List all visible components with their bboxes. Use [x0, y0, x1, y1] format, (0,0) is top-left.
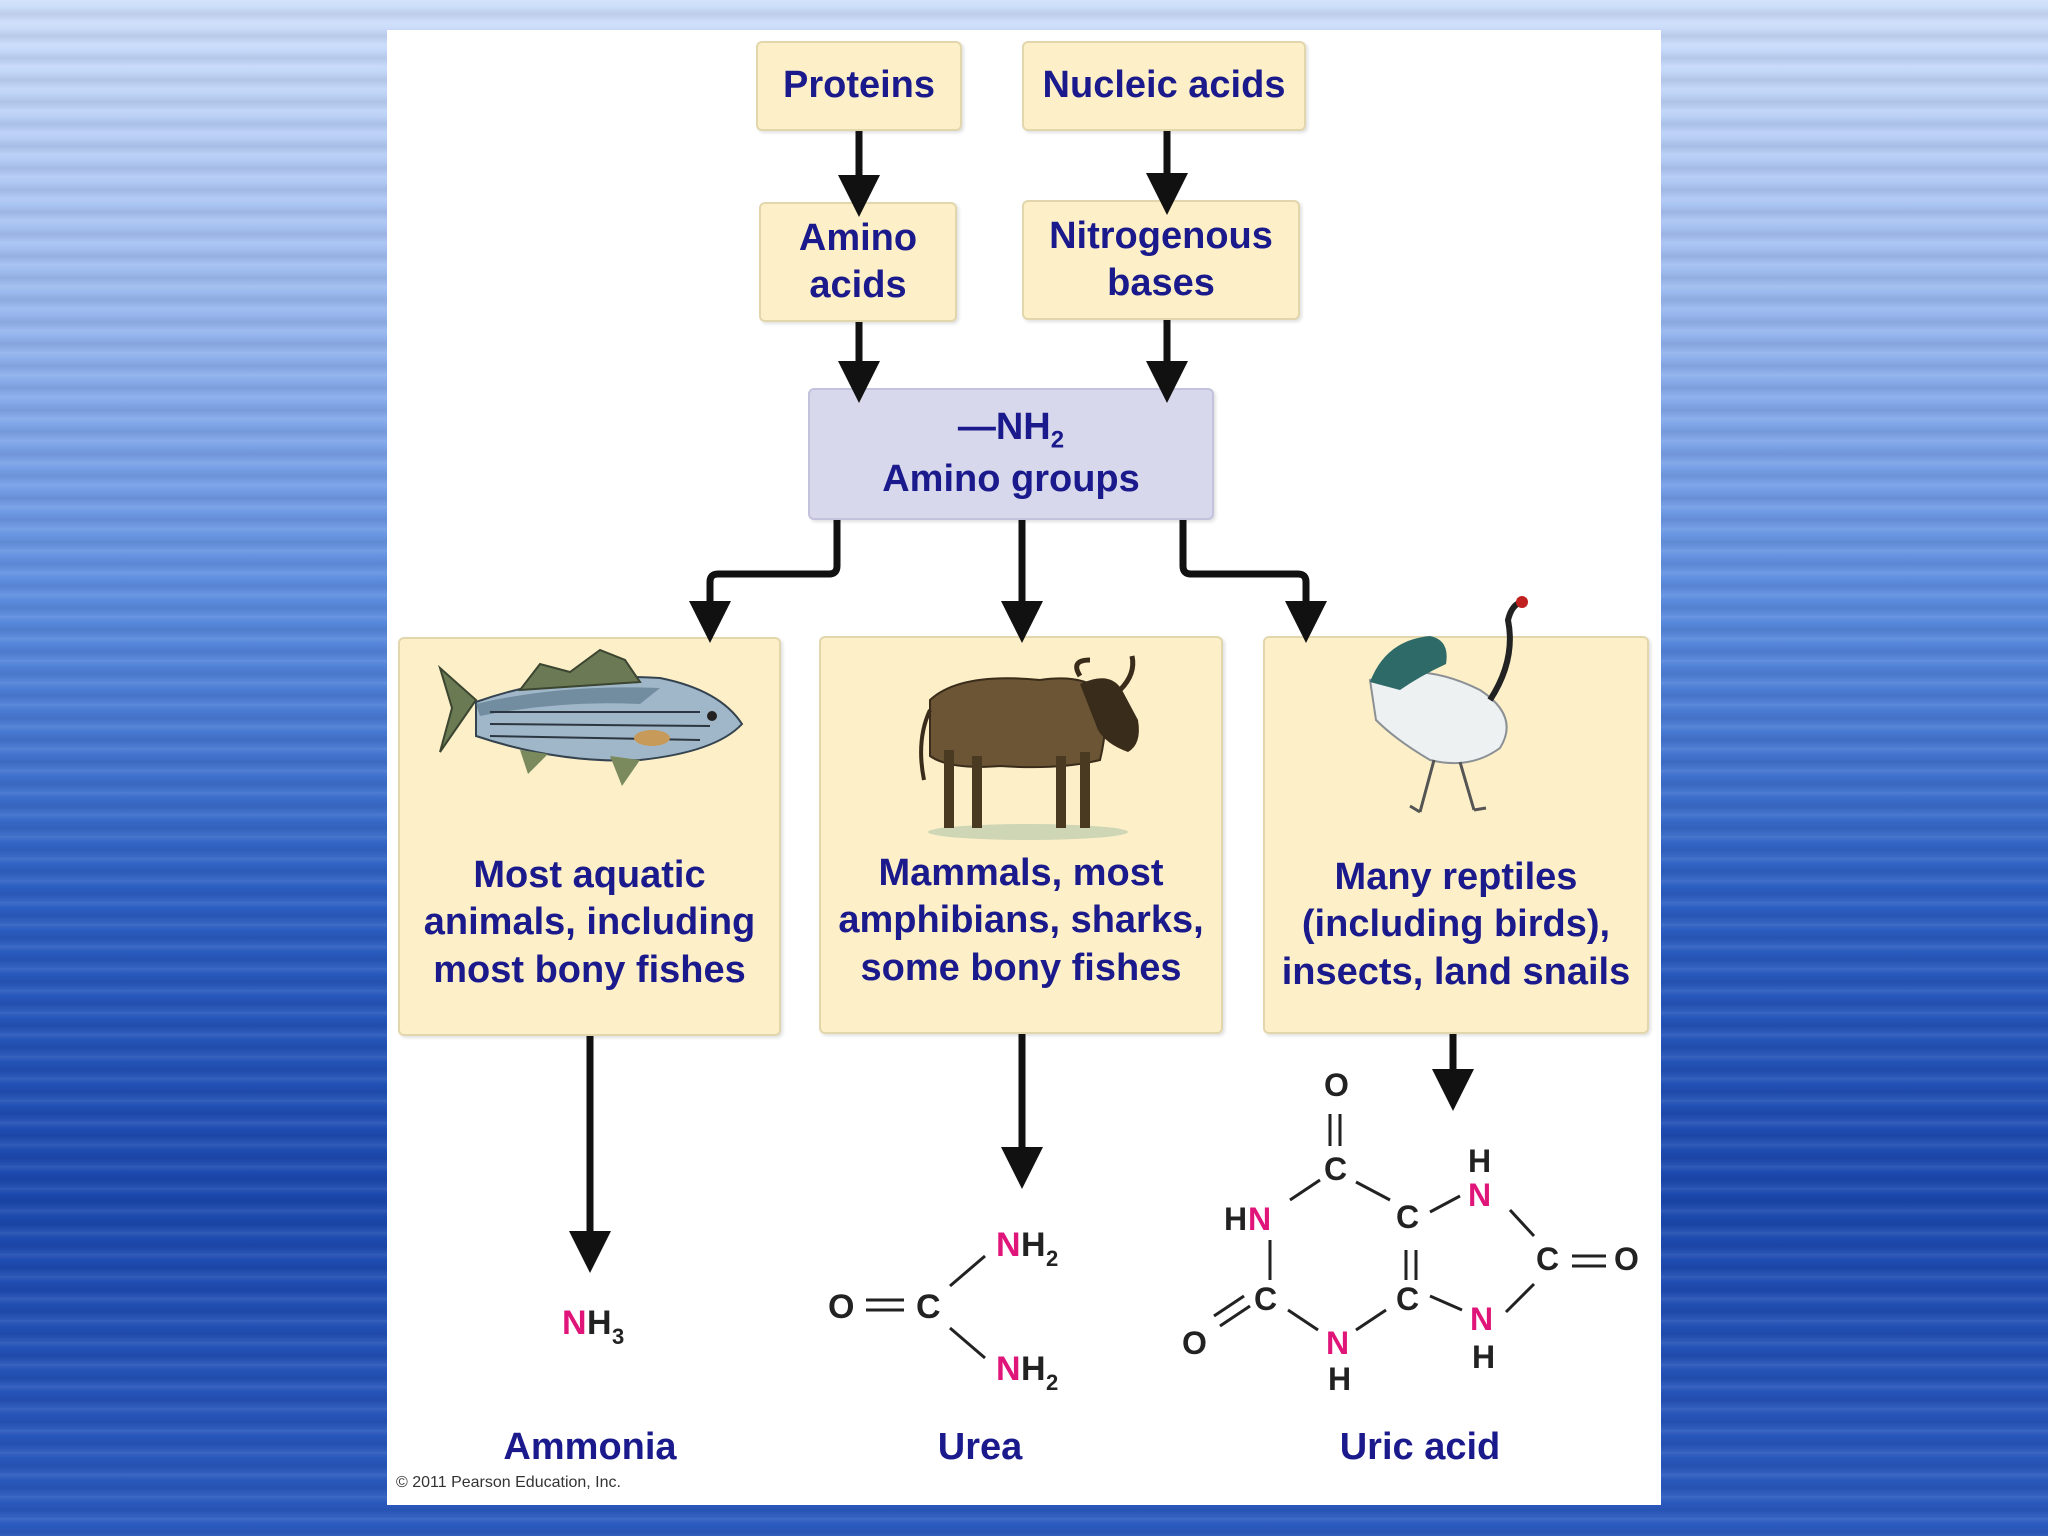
reptiles-line-1: Many reptiles — [1334, 855, 1578, 898]
aquatic-line-2: animals, including — [423, 901, 756, 943]
mammals-line-2: amphibians, sharks, — [838, 899, 1204, 941]
aquatic-line-1: Most aquatic — [473, 853, 706, 896]
aquatic-group-box: Most aquatic animals, including most bon… — [398, 637, 781, 1036]
reptiles-line-2: (including birds), — [1301, 903, 1611, 945]
amino-group-formula: —NH2 — [882, 404, 1140, 456]
amino-acids-line-2: acids — [809, 264, 907, 306]
amino-group-formula-sub: 2 — [1050, 427, 1065, 455]
urea-label: Urea — [937, 1426, 1023, 1468]
uric-acid-label: Uric acid — [1339, 1426, 1501, 1468]
amino-groups-box: —NH2 Amino groups — [808, 388, 1214, 520]
nitrogenous-bases-box: Nitrogenous bases — [1022, 200, 1300, 320]
reptiles-group-box: Many reptiles (including birds), insects… — [1263, 636, 1649, 1034]
mammals-line-3: some bony fishes — [860, 946, 1182, 989]
mammals-group-box: Mammals, most amphibians, sharks, some b… — [819, 636, 1223, 1034]
nitrogenous-bases-line-1: Nitrogenous — [1049, 214, 1273, 257]
nucleic-acids-box: Nucleic acids — [1022, 41, 1306, 131]
proteins-box: Proteins — [756, 41, 962, 131]
amino-acids-box: Amino acids — [759, 202, 957, 322]
amino-group-formula-main: —NH — [957, 406, 1051, 449]
aquatic-line-3: most bony fishes — [433, 948, 746, 991]
nitrogenous-bases-line-2: bases — [1107, 262, 1215, 304]
amino-acids-line-1: Amino — [798, 216, 918, 259]
mammals-line-1: Mammals, most — [878, 851, 1164, 894]
amino-groups-label: Amino groups — [882, 458, 1140, 501]
copyright-text: © 2011 Pearson Education, Inc. — [396, 1474, 621, 1491]
proteins-label: Proteins — [782, 64, 936, 107]
ammonia-label: Ammonia — [503, 1426, 677, 1468]
reptiles-line-3: insects, land snails — [1281, 950, 1631, 993]
nucleic-acids-label: Nucleic acids — [1042, 64, 1286, 107]
